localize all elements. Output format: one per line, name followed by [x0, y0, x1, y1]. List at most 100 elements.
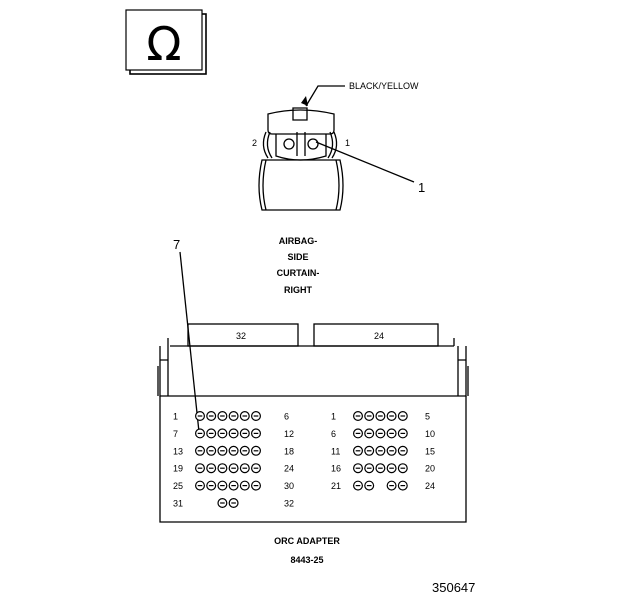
pin-number-end: 5 — [425, 412, 430, 422]
orc-adapter-housing — [157, 323, 469, 523]
ohmmeter-symbol: Ω — [125, 9, 207, 75]
pin-cavity — [228, 498, 239, 509]
pin-cavity — [353, 428, 364, 439]
pin-cavity — [228, 411, 239, 422]
pin-number-end: 15 — [425, 446, 435, 456]
pin-cavity — [397, 411, 408, 422]
airbag-caption-line: SIDE — [287, 252, 308, 262]
pin-cavity — [206, 428, 217, 439]
pin-cavity — [239, 445, 250, 456]
pin-cavity — [364, 428, 375, 439]
pin-cavity — [353, 480, 364, 491]
pin-cavity — [364, 411, 375, 422]
pin-cavity — [217, 480, 228, 491]
pin-cavity — [228, 480, 239, 491]
pin-cavity — [397, 480, 408, 491]
airbag-caption: AIRBAG- SIDE CURTAIN- RIGHT — [277, 236, 320, 295]
pin-number-end: 24 — [284, 464, 294, 474]
pin-number-start: 25 — [173, 481, 183, 491]
pin-cavity — [195, 480, 206, 491]
airbag-caption-line: CURTAIN- — [277, 268, 320, 278]
pin-cavity — [195, 411, 206, 422]
pin-number-end: 30 — [284, 481, 294, 491]
pin-number-start: 19 — [173, 464, 183, 474]
pin-number-start: 13 — [173, 446, 183, 456]
orc-caption-line: 8443-25 — [290, 555, 323, 565]
pin-cavity — [228, 445, 239, 456]
pin-number-end: 32 — [284, 499, 294, 509]
pin-cavity — [206, 480, 217, 491]
pin-number-end: 10 — [425, 429, 435, 439]
pin-number-end: 6 — [284, 412, 289, 422]
pin-cavity — [353, 411, 364, 422]
header-label-right: 24 — [374, 331, 384, 341]
pin-cavity — [375, 463, 386, 474]
pin-cavity — [386, 411, 397, 422]
pin-cavity — [195, 463, 206, 474]
header-label-left: 32 — [236, 331, 246, 341]
pin-cavity — [206, 463, 217, 474]
pin-cavity — [397, 463, 408, 474]
pin-number-start: 31 — [173, 499, 183, 509]
pin-cavity — [251, 411, 262, 422]
pin-cavity — [228, 463, 239, 474]
ohm-symbol-icon: Ω — [146, 17, 181, 71]
pin-cavity — [217, 411, 228, 422]
callout-line-7 — [179, 251, 200, 433]
pin-label-right: 1 — [345, 138, 350, 148]
pin-cavity — [239, 463, 250, 474]
pin-cavity — [195, 428, 206, 439]
callout-7: 7 — [173, 237, 180, 252]
airbag-connector — [179, 85, 415, 433]
pin-number-start: 1 — [173, 412, 178, 422]
pin-cavity — [217, 463, 228, 474]
airbag-caption-line: AIRBAG- — [279, 236, 318, 246]
wire-pointer — [305, 85, 345, 107]
pin-number-start: 6 — [331, 429, 336, 439]
pin-cavity — [195, 445, 206, 456]
pin-cavity — [206, 411, 217, 422]
pin-cavity — [251, 480, 262, 491]
pin-cavity — [228, 428, 239, 439]
pin-number-end: 24 — [425, 481, 435, 491]
pin-cavity — [386, 480, 397, 491]
pin-cavity — [206, 445, 217, 456]
callout-1: 1 — [418, 180, 425, 195]
figure-number: 350647 — [432, 580, 475, 595]
pin-cavity — [375, 445, 386, 456]
pin-cavity — [364, 445, 375, 456]
orc-caption-line: ORC ADAPTER — [274, 536, 340, 546]
pin-cavity — [353, 463, 364, 474]
pin-cavity — [217, 445, 228, 456]
pin-cavity — [397, 445, 408, 456]
pin-number-start: 7 — [173, 429, 178, 439]
pin-cavity — [386, 445, 397, 456]
pin-cavity — [386, 463, 397, 474]
pin-cavity — [375, 411, 386, 422]
pin-cavity — [397, 428, 408, 439]
pin-cavity — [353, 445, 364, 456]
pin-cavity — [364, 463, 375, 474]
pin-cavity — [217, 498, 228, 509]
callout-line-1 — [315, 141, 415, 183]
pin-number-start: 16 — [331, 464, 341, 474]
pin-cavity — [239, 480, 250, 491]
pin-cavity — [239, 411, 250, 422]
pin-cavity — [364, 480, 375, 491]
pin-cavity — [239, 428, 250, 439]
pin-label-left: 2 — [252, 138, 257, 148]
pin-number-end: 20 — [425, 464, 435, 474]
pin-cavity — [251, 445, 262, 456]
airbag-caption-line: RIGHT — [284, 285, 313, 295]
orc-caption: ORC ADAPTER 8443-25 — [274, 536, 340, 565]
pin-number-start: 21 — [331, 481, 341, 491]
pin-number-start: 1 — [331, 412, 336, 422]
pin-cavity — [251, 428, 262, 439]
pin-cavity — [217, 428, 228, 439]
pin-number-start: 11 — [331, 446, 340, 456]
pin-number-end: 12 — [284, 429, 294, 439]
wire-color-label: BLACK/YELLOW — [349, 81, 419, 91]
